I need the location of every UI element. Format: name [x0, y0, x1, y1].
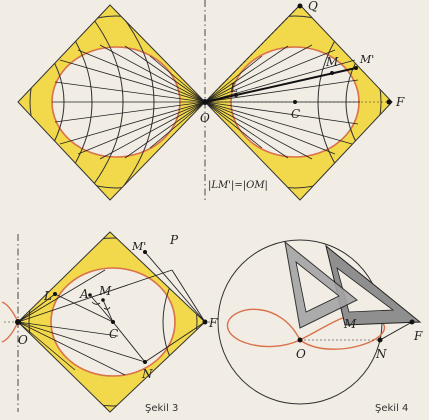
fig3-label-L: L [43, 289, 52, 303]
top-line-O-Q [204, 4, 301, 103]
fig4-point-F [409, 319, 415, 325]
top-left-rays [52, 44, 206, 160]
top-right-rays [204, 44, 360, 160]
caption-sekil-3: Şekil 3 [145, 403, 178, 414]
fig3-point-M [101, 298, 105, 302]
label-Mp: M' [359, 53, 374, 66]
top-point-F [386, 99, 392, 105]
fig3-left-lobe [1, 301, 19, 343]
figure4: M O N F Şekil 4 [217, 239, 423, 414]
label-M: M [325, 55, 339, 69]
label-C: C [291, 107, 300, 121]
label-O: O [200, 111, 210, 125]
top-point-M [330, 71, 334, 75]
fig3-point-C [111, 320, 115, 324]
fig3-label-M: M [98, 284, 112, 298]
fig3-point-L [53, 292, 57, 296]
fig3-label-O: O [18, 333, 28, 347]
fig4-label-M: M [343, 317, 357, 331]
fig3-rays [17, 269, 146, 376]
top-figure: Q F M M' L C O |LM'|=|OM| [17, 0, 405, 201]
top-point-O [202, 99, 208, 105]
figure3: P M' A M L C O F N Şekil 3 [1, 231, 218, 414]
fig3-angle-mark-M [103, 306, 111, 310]
top-left-region [17, 4, 206, 201]
fig3-label-C: C [109, 327, 118, 341]
fig3-label-A: A [79, 287, 89, 301]
fig4-set-square [284, 240, 422, 329]
fig3-point-A [88, 293, 92, 297]
fig4-line-N-F [379, 321, 413, 341]
label-Q: Q [308, 0, 318, 13]
top-right-region [204, 3, 393, 201]
fig4-point-N [377, 337, 383, 343]
top-point-L [234, 93, 238, 97]
equation-text: |LM'|=|OM| [208, 180, 268, 191]
fig3-point-Mp [143, 250, 147, 254]
caption-sekil-4: Şekil 4 [375, 403, 408, 414]
top-point-Mp [354, 66, 358, 70]
fig3-angle-mark-A [91, 301, 101, 305]
top-point-Q [297, 3, 303, 9]
label-F: F [395, 95, 405, 109]
fig3-label-P: P [169, 233, 179, 247]
label-L: L [229, 81, 238, 95]
fig3-point-O [15, 319, 21, 325]
fig3-point-F [202, 319, 208, 325]
fig4-label-O: O [296, 347, 306, 361]
fig4-label-N: N [375, 347, 387, 361]
fig3-label-Mp: M' [131, 240, 146, 253]
fig3-label-F: F [208, 316, 218, 330]
fig3-label-N: N [141, 367, 153, 381]
fig3-point-N [143, 360, 147, 364]
fig4-point-O [297, 337, 303, 343]
fig3-construction-lines [17, 251, 206, 363]
top-point-C [293, 100, 297, 104]
fig4-label-F: F [413, 329, 423, 343]
